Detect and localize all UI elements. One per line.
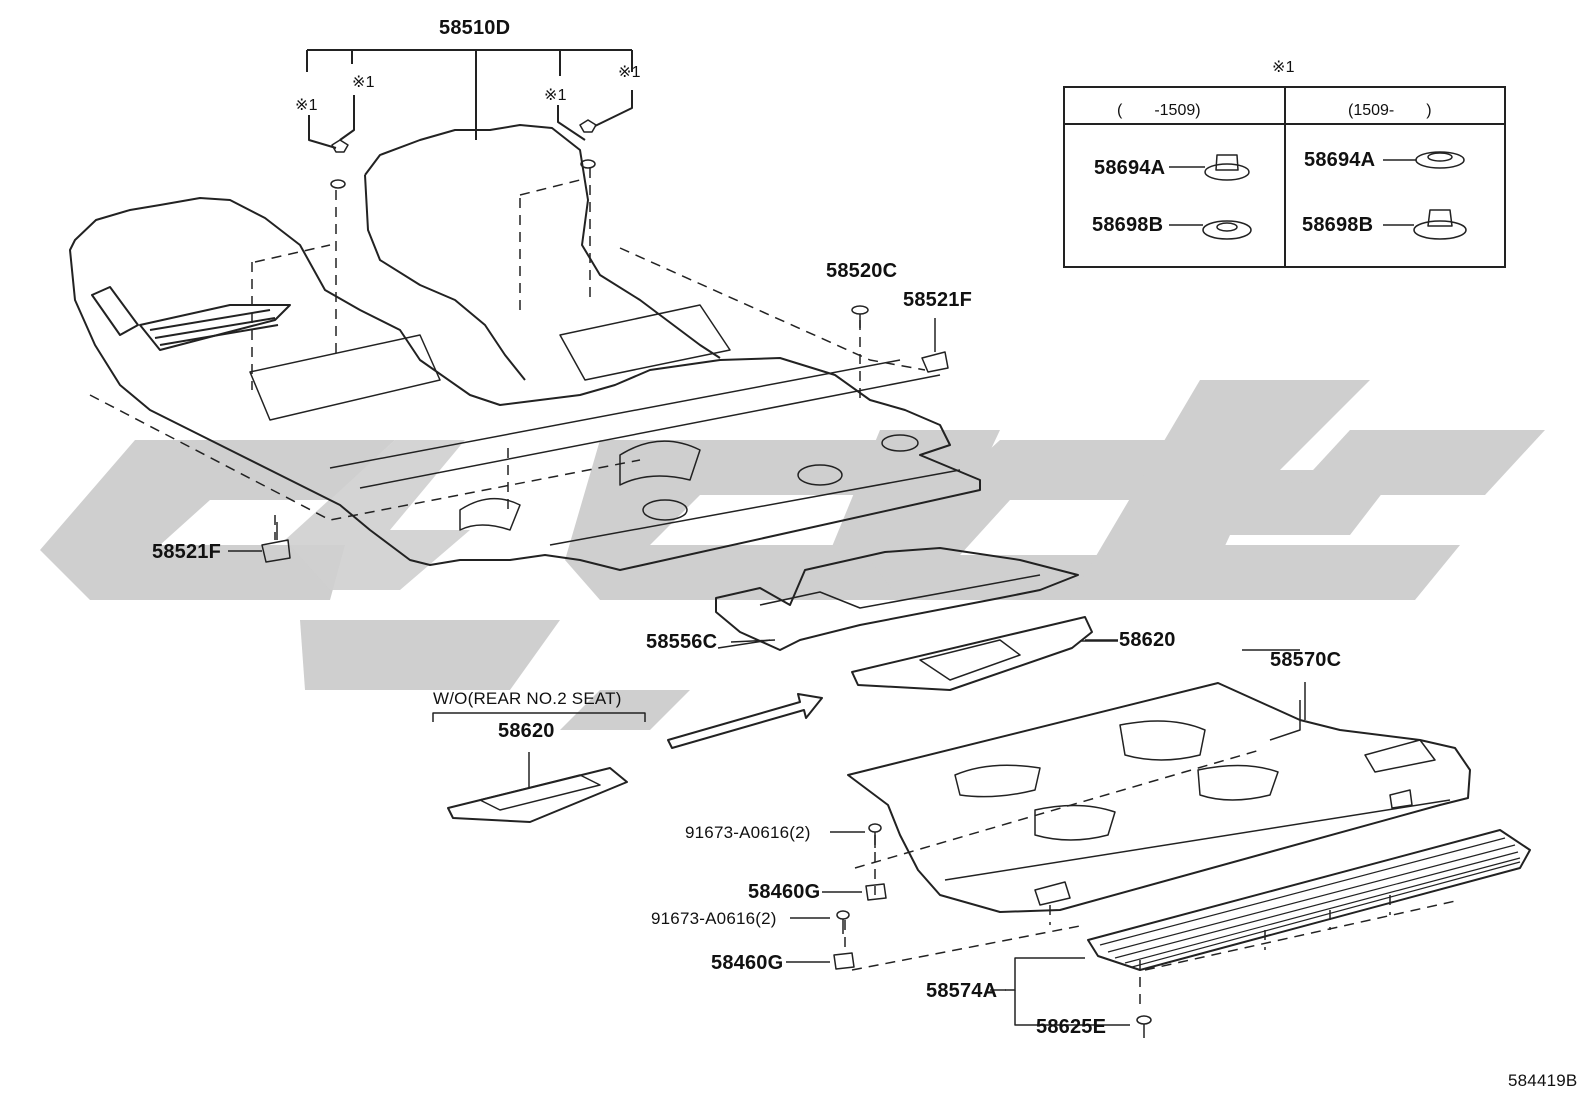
label-58521f-top: 58521F — [903, 289, 973, 311]
label-leaders — [730, 639, 1306, 720]
legend-right-header: (1509- ) — [1348, 102, 1432, 119]
scuff-58574a — [1087, 829, 1531, 971]
legend-left-header: ( -1509) — [1117, 102, 1201, 119]
mark-1-c: ※1 — [544, 87, 567, 104]
legend-divider-horizontal — [1065, 123, 1504, 125]
label-floor-carpet: 58510D — [439, 17, 511, 39]
label-58574a: 58574A — [926, 980, 998, 1002]
label-bolt-2: 91673-A0616(2) — [651, 909, 777, 928]
clip-set — [330, 119, 597, 189]
label-nut-1: 58460G — [748, 881, 821, 903]
label-58570c: 58570C — [1270, 649, 1342, 671]
mark-1-a: ※1 — [295, 97, 318, 114]
mark-1-b: ※1 — [352, 74, 375, 91]
watermark-logo — [40, 380, 1545, 730]
label-58620-left: 58620 — [498, 720, 555, 742]
legend-divider-vertical — [1284, 88, 1286, 266]
screw-58625e — [1136, 1015, 1152, 1038]
legend-right-top-part: 58694A — [1304, 149, 1376, 171]
label-bolt-1: 91673-A0616(2) — [685, 823, 811, 842]
bracket-58521f-top — [921, 318, 949, 373]
diagram-code: 584419B — [1508, 1071, 1578, 1090]
rear-dashed — [844, 749, 1461, 1010]
label-58625e: 58625E — [1036, 1016, 1107, 1038]
label-nut-2: 58460G — [711, 952, 784, 974]
label-58620-right: 58620 — [1119, 629, 1176, 651]
legend-title: ※1 — [1272, 59, 1295, 76]
direction-arrow — [667, 693, 823, 749]
legend-left-top-part: 58694A — [1094, 157, 1166, 179]
legend-right-bottom-part: 58698B — [1302, 214, 1374, 236]
leader-58510d — [306, 49, 633, 149]
legend-left-bottom-part: 58698B — [1092, 214, 1164, 236]
outline-dashed — [89, 168, 926, 540]
plate-58620-left — [447, 767, 628, 823]
label-wo-rear-seat: W/O(REAR NO.2 SEAT) — [433, 689, 622, 708]
legend-table: ( -1509) (1509- ) — [1063, 86, 1506, 268]
plate-58620-right — [851, 616, 1118, 691]
floor-carpet-58510d — [69, 124, 981, 571]
leader-58574a — [1005, 957, 1108, 1026]
clip-58520c — [851, 305, 869, 328]
bracket-58521f-left — [228, 522, 291, 563]
rear-floor-58570c — [847, 682, 1471, 913]
bolt-set — [786, 649, 1301, 1026]
label-58521f-left: 58521F — [152, 541, 222, 563]
mark-1-d: ※1 — [618, 64, 641, 81]
label-58556c: 58556C — [646, 631, 718, 653]
wo-bracket — [432, 712, 646, 788]
label-58520c: 58520C — [826, 260, 898, 282]
legend-icons — [1169, 151, 1467, 240]
